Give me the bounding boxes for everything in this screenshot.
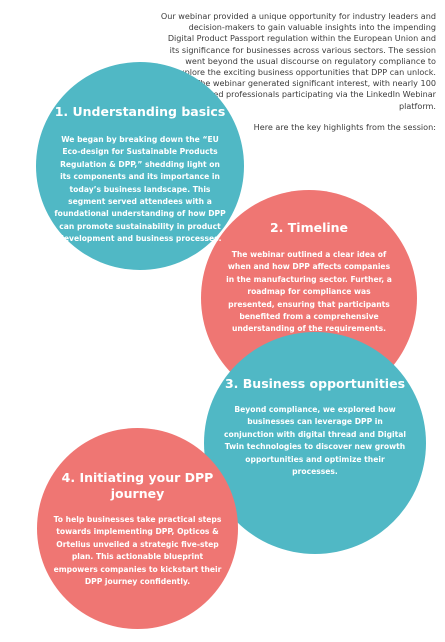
- business-opportunities-circle: 3. Business opportunities Beyond complia…: [204, 332, 426, 554]
- understanding-basics-title: 1. Understanding basics: [54, 104, 226, 119]
- timeline-title: 2. Timeline: [269, 220, 349, 235]
- intro-text: Our webinar provided a unique opportunit…: [160, 11, 436, 133]
- timeline-body: The webinar outlined a clear idea of whe…: [226, 250, 392, 334]
- business-opportunities-body: Beyond compliance, we explored how busin…: [224, 405, 406, 477]
- dpp-journey-circle: 4. Initiating your DPP journey To help b…: [37, 428, 238, 629]
- understanding-basics-body: We began by breaking down the “EU Eco-de…: [54, 135, 226, 244]
- understanding-basics-circle: 1. Understanding basics We began by brea…: [36, 62, 244, 270]
- intro-paragraph: Our webinar provided a unique opportunit…: [160, 11, 436, 111]
- dpp-journey-body: To help businesses take practical steps …: [53, 515, 222, 587]
- business-opportunities-title: 3. Business opportunities: [224, 376, 406, 391]
- highlights-lead: Here are the key highlights from the ses…: [253, 121, 436, 132]
- dpp-journey-title: 4. Initiating your DPP journey: [61, 470, 214, 501]
